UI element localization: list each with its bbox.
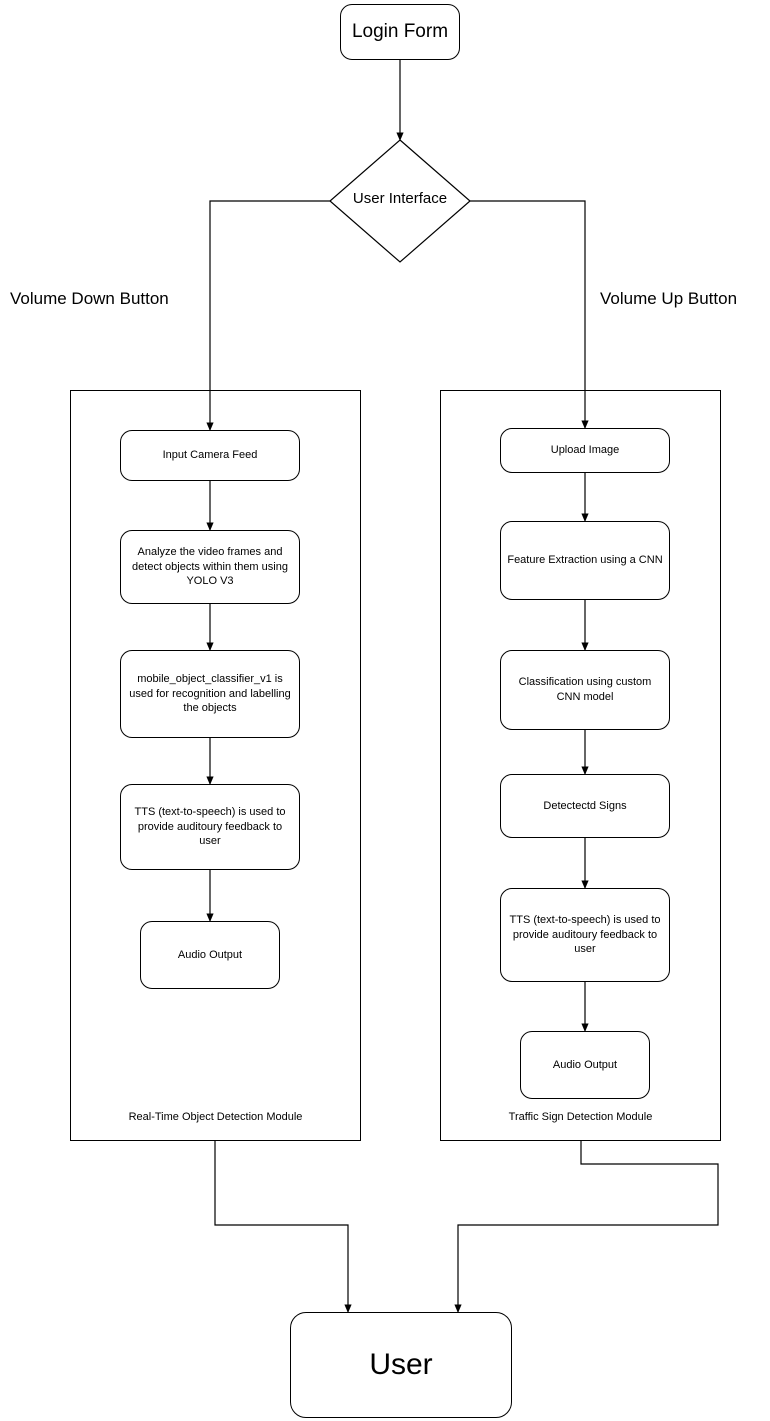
module-traffic-sign-detection [440, 390, 721, 1141]
node-detected-signs[interactable]: Detectectd Signs [500, 774, 670, 838]
node-user-interface[interactable]: User Interface [330, 140, 470, 262]
node-feature-extraction-label: Feature Extraction using a CNN [507, 554, 663, 567]
node-user[interactable]: User [290, 1312, 512, 1418]
node-mobile-object-classifier[interactable]: mobile_object_classifier_v1 is used for … [120, 650, 300, 738]
module-traffic-sign-detection-label: Traffic Sign Detection Module [508, 1111, 653, 1123]
node-left-audio-output[interactable]: Audio Output [140, 921, 280, 989]
node-upload-image[interactable]: Upload Image [500, 428, 670, 473]
branch-label-volume-down: Volume Down Button [10, 289, 169, 308]
node-input-camera-feed[interactable]: Input Camera Feed [120, 430, 300, 481]
node-login-form[interactable]: Login Form [340, 4, 460, 60]
node-classification-cnn-label: Classification using custom CNN model [518, 676, 652, 703]
node-right-audio-output[interactable]: Audio Output [520, 1031, 650, 1099]
branch-label-volume-up: Volume Up Button [600, 289, 738, 308]
node-feature-extraction[interactable]: Feature Extraction using a CNN [500, 521, 670, 600]
node-user-interface-label: User Interface [352, 190, 448, 207]
node-detected-signs-label: Detectectd Signs [543, 799, 627, 812]
node-login-form-label: Login Form [351, 21, 449, 43]
node-left-tts-feedback[interactable]: TTS (text-to-speech) is used to provide … [120, 784, 300, 870]
node-left-audio-output-label: Audio Output [177, 948, 243, 961]
node-mobile-object-classifier-label: mobile_object_classifier_v1 is used for … [129, 672, 291, 715]
node-classification-cnn[interactable]: Classification using custom CNN model [500, 650, 670, 730]
node-upload-image-label: Upload Image [550, 444, 620, 457]
node-analyze-video-frames-label: Analyze the video frames and detect obje… [132, 545, 288, 588]
node-left-tts-feedback-label: TTS (text-to-speech) is used to provide … [134, 805, 286, 848]
module-real-time-object-detection-label: Real-Time Object Detection Module [128, 1111, 303, 1123]
node-right-audio-output-label: Audio Output [552, 1058, 618, 1071]
edge-left-module-to-user [214, 1141, 352, 1313]
node-right-tts-feedback-label: TTS (text-to-speech) is used to provide … [509, 913, 661, 956]
node-user-label: User [369, 1347, 433, 1381]
module-real-time-object-detection [70, 390, 361, 1141]
node-right-tts-feedback[interactable]: TTS (text-to-speech) is used to provide … [500, 888, 670, 982]
node-analyze-video-frames[interactable]: Analyze the video frames and detect obje… [120, 530, 300, 604]
edge-right-module-to-user [454, 1141, 719, 1313]
node-input-camera-feed-label: Input Camera Feed [162, 449, 258, 462]
